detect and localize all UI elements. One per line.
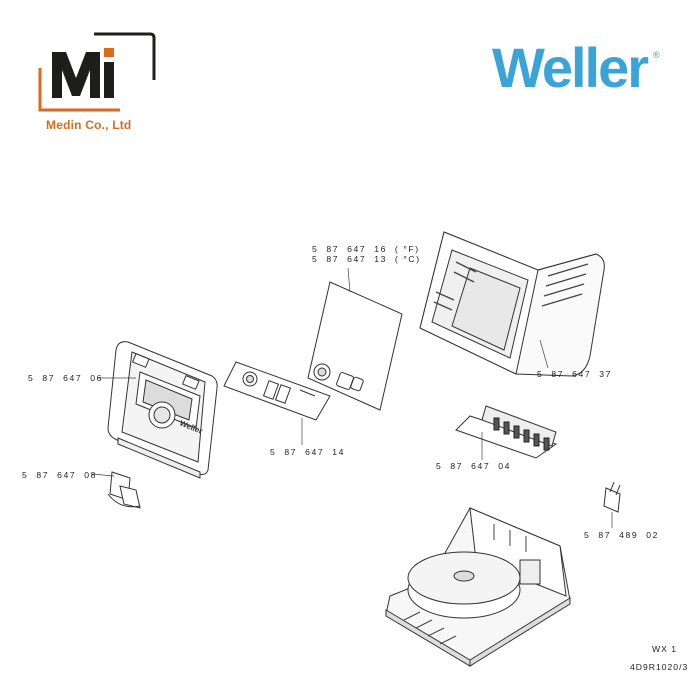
registered-mark: ® [653,50,660,60]
part-label-foil-c: 5 87 647 13 ( °C) [312,254,421,264]
part-label-housing: 5 87 647 37 [537,369,612,379]
brand-logo-text: Weller [492,36,649,99]
front-panel-drawing: Weller [107,341,218,479]
part-label-front-panel: 5 87 647 06 [28,373,103,383]
part-label-plug: 5 87 489 02 [584,530,659,540]
terminal-board-drawing [455,405,558,459]
part-label-foil-f: 5 87 647 16 ( °F) [312,244,420,254]
medin-logo [38,32,156,112]
plug-drawing [603,481,621,513]
housing-drawing [419,231,605,377]
model-label: WX 1 [652,644,678,654]
control-board-drawing [223,361,331,421]
part-label-feet: 5 87 647 08 [22,470,97,480]
part-label-terminal-board: 5 87 647 04 [436,461,511,471]
base-drawing [385,507,571,667]
company-name: Medin Co., Ltd [46,118,132,132]
clip-drawing [107,471,141,509]
part-label-control-board: 5 87 647 14 [270,447,345,457]
foil-sheet-drawing [307,281,403,411]
drawing-number: 4D9R1020/3 [630,662,689,672]
leader-lines [91,267,613,528]
